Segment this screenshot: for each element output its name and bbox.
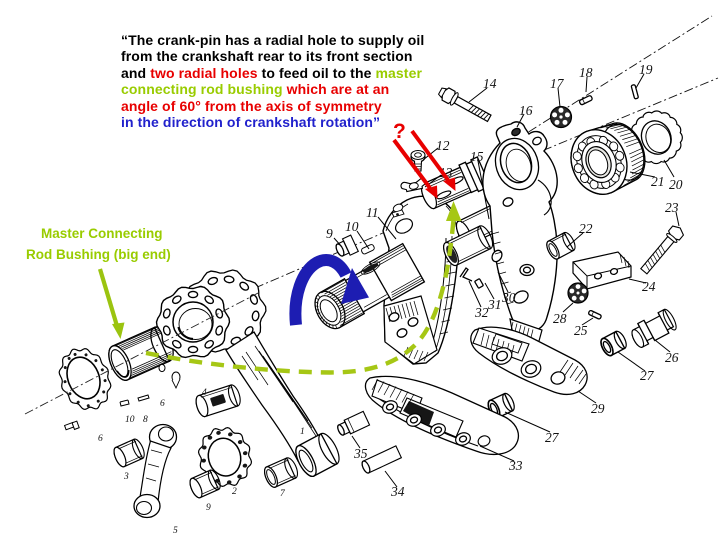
svg-text:12: 12 — [436, 138, 450, 153]
svg-text:22: 22 — [579, 221, 593, 236]
svg-text:9: 9 — [206, 503, 211, 513]
svg-text:29: 29 — [591, 401, 605, 416]
svg-text:3: 3 — [123, 472, 129, 482]
svg-text:8: 8 — [143, 415, 148, 425]
svg-text:32: 32 — [474, 305, 489, 320]
svg-text:24: 24 — [642, 279, 656, 294]
svg-text:17: 17 — [550, 76, 565, 91]
svg-text:9: 9 — [326, 226, 333, 241]
svg-text:27: 27 — [545, 430, 560, 445]
svg-text:21: 21 — [651, 174, 665, 189]
svg-text:1: 1 — [300, 427, 305, 437]
svg-text:33: 33 — [508, 458, 523, 473]
svg-text:18: 18 — [579, 65, 593, 80]
svg-text:19: 19 — [639, 62, 653, 77]
svg-text:31: 31 — [487, 297, 502, 312]
svg-text:6: 6 — [98, 434, 103, 444]
svg-text:6: 6 — [160, 399, 165, 409]
svg-text:16: 16 — [519, 103, 533, 118]
svg-text:5: 5 — [173, 526, 178, 536]
svg-text:10: 10 — [125, 415, 135, 425]
svg-text:10: 10 — [345, 219, 359, 234]
svg-text:7: 7 — [280, 489, 286, 499]
svg-text:20: 20 — [669, 177, 683, 192]
svg-text:15: 15 — [470, 149, 484, 164]
svg-text:27: 27 — [640, 368, 655, 383]
svg-text:23: 23 — [665, 200, 679, 215]
svg-text:11: 11 — [366, 205, 379, 220]
svg-text:13: 13 — [439, 165, 453, 180]
svg-text:26: 26 — [665, 350, 679, 365]
svg-text:28: 28 — [553, 311, 567, 326]
svg-text:14: 14 — [483, 76, 497, 91]
svg-text:30: 30 — [501, 290, 516, 305]
svg-text:35: 35 — [353, 446, 368, 461]
svg-text:25: 25 — [574, 323, 588, 338]
svg-text:?: ? — [393, 120, 406, 143]
svg-text:2: 2 — [232, 487, 237, 497]
svg-text:4: 4 — [202, 388, 207, 398]
svg-text:34: 34 — [390, 484, 405, 499]
